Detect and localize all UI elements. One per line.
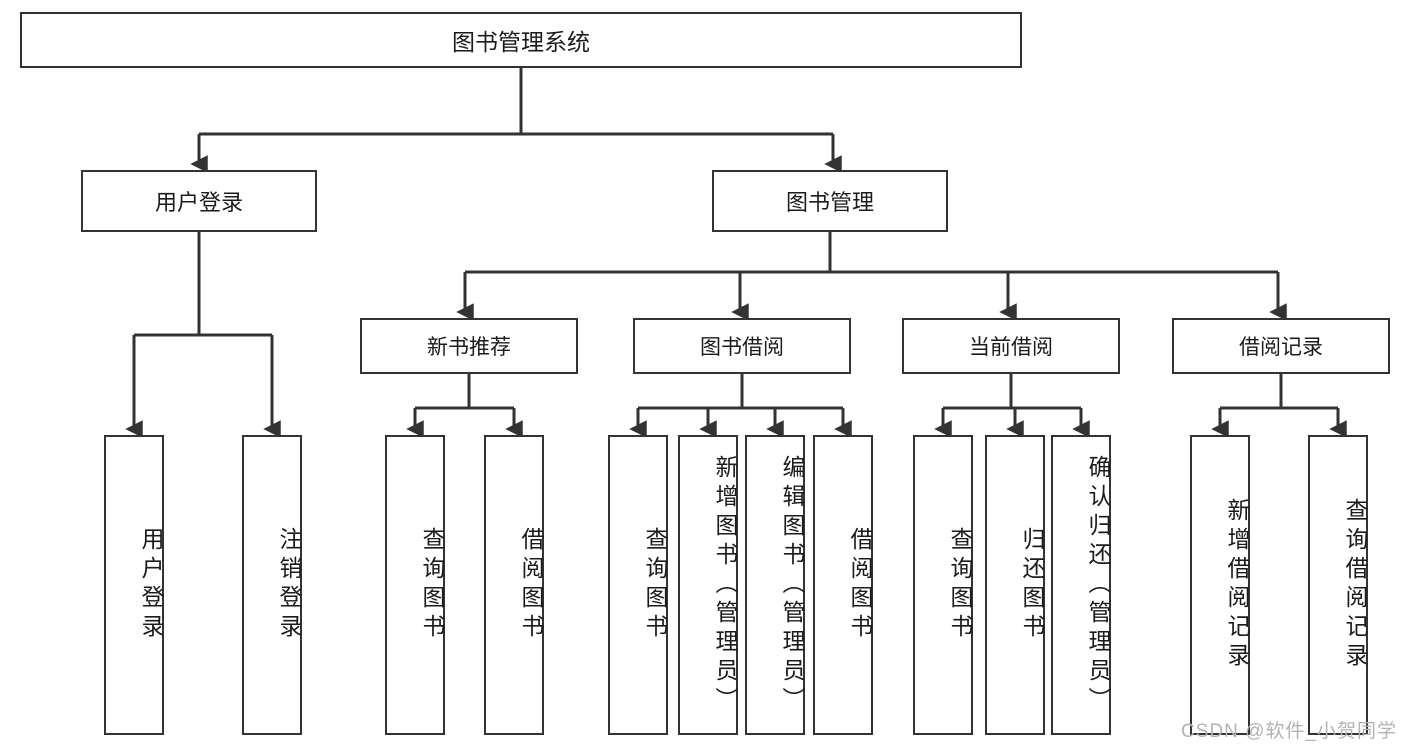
csdn-watermark: CSDN @软件_小贺同学 [1181, 721, 1397, 742]
node-leaf-query-book-3-label: 查询图书 [947, 527, 973, 643]
node-borrow-record[interactable]: 借阅记录 [1172, 318, 1390, 374]
node-book-manage-label: 图书管理 [785, 190, 874, 215]
node-book-borrow-label: 图书借阅 [700, 336, 784, 359]
node-leaf-borrow-book-2-label: 借阅图书 [847, 527, 873, 643]
node-leaf-user-logout-label: 注销登录 [276, 527, 302, 643]
node-leaf-add-record[interactable]: 新增借阅记录 [1190, 435, 1250, 735]
node-leaf-edit-book-label: 编辑图书（管理员） [779, 454, 805, 716]
node-leaf-query-book-1-label: 查询图书 [419, 527, 445, 643]
node-leaf-borrow-book-1-label: 借阅图书 [518, 527, 544, 643]
node-leaf-confirm-return-label: 确认归还（管理员） [1085, 454, 1111, 716]
node-leaf-borrow-book-1[interactable]: 借阅图书 [484, 435, 544, 735]
node-leaf-user-login-label: 用户登录 [138, 527, 164, 643]
node-leaf-query-book-3[interactable]: 查询图书 [913, 435, 973, 735]
node-leaf-edit-book[interactable]: 编辑图书（管理员） [745, 435, 805, 735]
node-leaf-confirm-return[interactable]: 确认归还（管理员） [1051, 435, 1111, 735]
node-new-book-recommend[interactable]: 新书推荐 [360, 318, 578, 374]
node-user-login-label: 用户登录 [154, 190, 243, 215]
node-current-borrow[interactable]: 当前借阅 [902, 318, 1120, 374]
node-leaf-add-book-label: 新增图书（管理员） [712, 454, 738, 716]
node-leaf-query-record[interactable]: 查询借阅记录 [1308, 435, 1368, 735]
node-leaf-user-logout[interactable]: 注销登录 [242, 435, 302, 735]
node-new-book-recommend-label: 新书推荐 [427, 336, 511, 359]
node-leaf-return-book-label: 归还图书 [1019, 527, 1045, 643]
node-leaf-query-book-1[interactable]: 查询图书 [385, 435, 445, 735]
node-leaf-user-login[interactable]: 用户登录 [104, 435, 164, 735]
node-leaf-query-record-label: 查询借阅记录 [1342, 498, 1368, 672]
node-leaf-return-book[interactable]: 归还图书 [985, 435, 1045, 735]
node-book-manage[interactable]: 图书管理 [712, 170, 948, 232]
node-leaf-add-book[interactable]: 新增图书（管理员） [678, 435, 738, 735]
node-leaf-query-book-2-label: 查询图书 [642, 527, 668, 643]
node-leaf-query-book-2[interactable]: 查询图书 [608, 435, 668, 735]
node-leaf-add-record-label: 新增借阅记录 [1224, 498, 1250, 672]
node-user-login[interactable]: 用户登录 [81, 170, 317, 232]
node-root-label: 图书管理系统 [452, 29, 590, 55]
node-borrow-record-label: 借阅记录 [1239, 336, 1323, 359]
node-root[interactable]: 图书管理系统 [20, 12, 1022, 68]
node-leaf-borrow-book-2[interactable]: 借阅图书 [813, 435, 873, 735]
node-book-borrow[interactable]: 图书借阅 [633, 318, 851, 374]
node-current-borrow-label: 当前借阅 [969, 336, 1053, 359]
